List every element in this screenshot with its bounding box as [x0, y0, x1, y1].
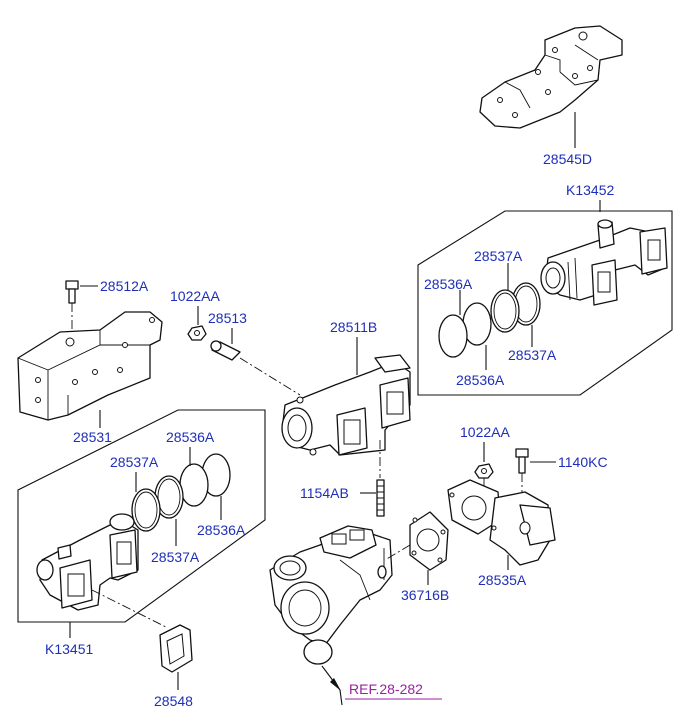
label-1154ab: 1154AB: [300, 485, 349, 501]
exhaust-manifold-28511b[interactable]: [281, 354, 411, 456]
label-28537a-right: 28537A: [508, 347, 557, 363]
label-36716b: 36716B: [401, 587, 449, 603]
nut-1022aa-left[interactable]: [187, 325, 207, 341]
ref-arrow: [330, 678, 341, 691]
turbocharger[interactable]: [269, 525, 393, 665]
label-28548: 28548: [154, 693, 193, 709]
pipe-28513[interactable]: [210, 340, 241, 361]
assembly-box-k13452: [417, 210, 673, 396]
assembly-box-k13451: [17, 409, 266, 623]
label-1022aa-right: 1022AA: [460, 424, 510, 440]
heat-shield-28545d[interactable]: [479, 25, 623, 129]
label-28536a-left: 28536A: [197, 522, 246, 538]
gasket-ring-28537a-mid[interactable]: [490, 289, 520, 333]
oring-28536a-right-b[interactable]: [438, 314, 468, 358]
label-28536a-left-top: 28536A: [166, 429, 215, 445]
exhaust-manifold-k13452[interactable]: [540, 219, 668, 306]
label-k13452: K13452: [566, 182, 614, 198]
label-28536a-right: 28536A: [424, 276, 473, 292]
label-28535a: 28535A: [478, 572, 527, 588]
oring-28536a-left-b[interactable]: [179, 463, 209, 507]
exhaust-elbow-28535a[interactable]: [447, 479, 556, 566]
label-1140kc: 1140KC: [558, 454, 608, 470]
label-28511b: 28511B: [330, 319, 377, 335]
label-28537a-left: 28537A: [151, 549, 200, 565]
label-28537a-left-top: 28537A: [110, 454, 159, 470]
label-1022aa-left: 1022AA: [170, 288, 220, 304]
heat-shield-28531[interactable]: [17, 311, 163, 421]
nut-1022aa-right[interactable]: [474, 463, 494, 479]
label-28537a-top: 28537A: [474, 248, 523, 264]
gasket-36716b[interactable]: [409, 511, 449, 571]
exhaust-manifold-k13451[interactable]: [36, 513, 139, 611]
bolt-28512a[interactable]: [65, 280, 79, 304]
label-28536a-right2: 28536A: [456, 372, 505, 388]
label-28512a: 28512A: [100, 278, 149, 294]
label-28513: 28513: [208, 310, 247, 326]
bolt-1140kc[interactable]: [515, 448, 529, 474]
reference-link-28-282[interactable]: REF.28-282: [349, 681, 423, 697]
gasket-ring-28537a-left-b[interactable]: [131, 488, 161, 532]
label-28545d: 28545D: [543, 151, 592, 167]
stud-1154ab[interactable]: [376, 479, 385, 517]
label-28531: 28531: [73, 429, 112, 445]
label-k13451: K13451: [45, 641, 93, 657]
gasket-28548[interactable]: [159, 624, 193, 673]
